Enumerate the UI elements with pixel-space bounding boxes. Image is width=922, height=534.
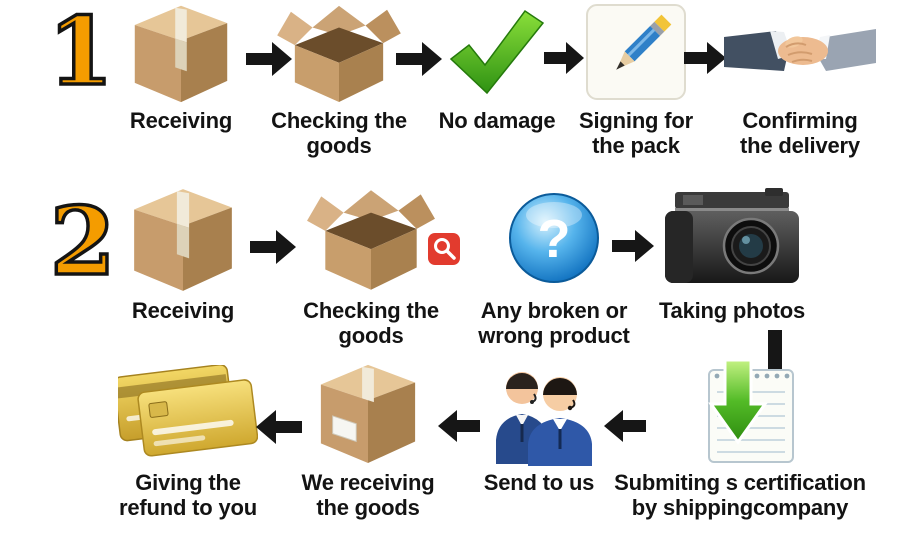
row2-number: 2: [48, 187, 117, 297]
arrow-right-icon: [544, 42, 584, 74]
magnifier-badge-icon: [428, 233, 460, 265]
step-label: Receiving: [129, 108, 233, 133]
step-receiving-2: Receiving: [114, 182, 252, 324]
step-label: Giving the refund to you: [119, 470, 257, 520]
step-label: Submiting s certification by shippingcom…: [614, 470, 866, 520]
step-refund: Giving the refund to you: [110, 358, 266, 520]
arrow-right-icon: [684, 42, 726, 74]
arrow-right-icon: [250, 230, 296, 264]
step-we-receiving: We receiving the goods: [298, 358, 438, 520]
step-label: Send to us: [483, 470, 595, 495]
arrow-left-icon: [438, 410, 480, 442]
step-taking-photos: Taking photos: [650, 182, 814, 324]
step-send-to-us: Send to us: [472, 358, 606, 496]
step-receiving-1: Receiving: [114, 0, 248, 134]
question-glyph: ?: [538, 209, 571, 269]
step-label: Receiving: [131, 298, 235, 323]
step-no-damage: No damage: [436, 0, 558, 134]
open-box-icon: [305, 182, 437, 294]
open-box-icon: [275, 0, 403, 104]
step-checking-2: Checking the goods: [296, 182, 446, 348]
closed-box-icon: [126, 0, 236, 104]
arrow-left-icon: [604, 410, 646, 442]
step-submitting-certification: Submiting s certification by shippingcom…: [612, 358, 868, 520]
arrow-right-icon: [246, 42, 292, 76]
question-mark-icon: ?: [506, 182, 602, 294]
step-signing: Signing for the pack: [574, 0, 698, 158]
step-label: We receiving the goods: [301, 470, 435, 520]
step-confirming: Confirming the delivery: [714, 0, 886, 158]
step-broken-product: ? Any broken or wrong product: [474, 182, 634, 348]
credit-cards-icon: [118, 358, 258, 466]
step-label: No damage: [438, 108, 556, 133]
shipping-box-icon: [310, 358, 426, 466]
support-agents-icon: [478, 358, 600, 466]
signing-pad-icon: [585, 0, 687, 104]
step-label: Taking photos: [658, 298, 806, 323]
arrow-left-icon: [256, 410, 302, 444]
arrow-right-icon: [396, 42, 442, 76]
arrow-right-icon: [612, 230, 654, 262]
handshake-icon: [724, 0, 876, 104]
row1-number: 1: [46, 0, 115, 107]
camera-icon: [661, 182, 803, 294]
step-label: Confirming the delivery: [740, 108, 860, 158]
checkmark-icon: [447, 0, 547, 104]
step-label: Any broken or wrong product: [478, 298, 630, 348]
certification-icon: [683, 358, 797, 466]
step-label: Checking the goods: [303, 298, 439, 348]
closed-box-icon: [126, 182, 240, 294]
step-label: Signing for the pack: [579, 108, 693, 158]
step-label: Checking the goods: [271, 108, 407, 158]
step-checking-1: Checking the goods: [266, 0, 412, 158]
